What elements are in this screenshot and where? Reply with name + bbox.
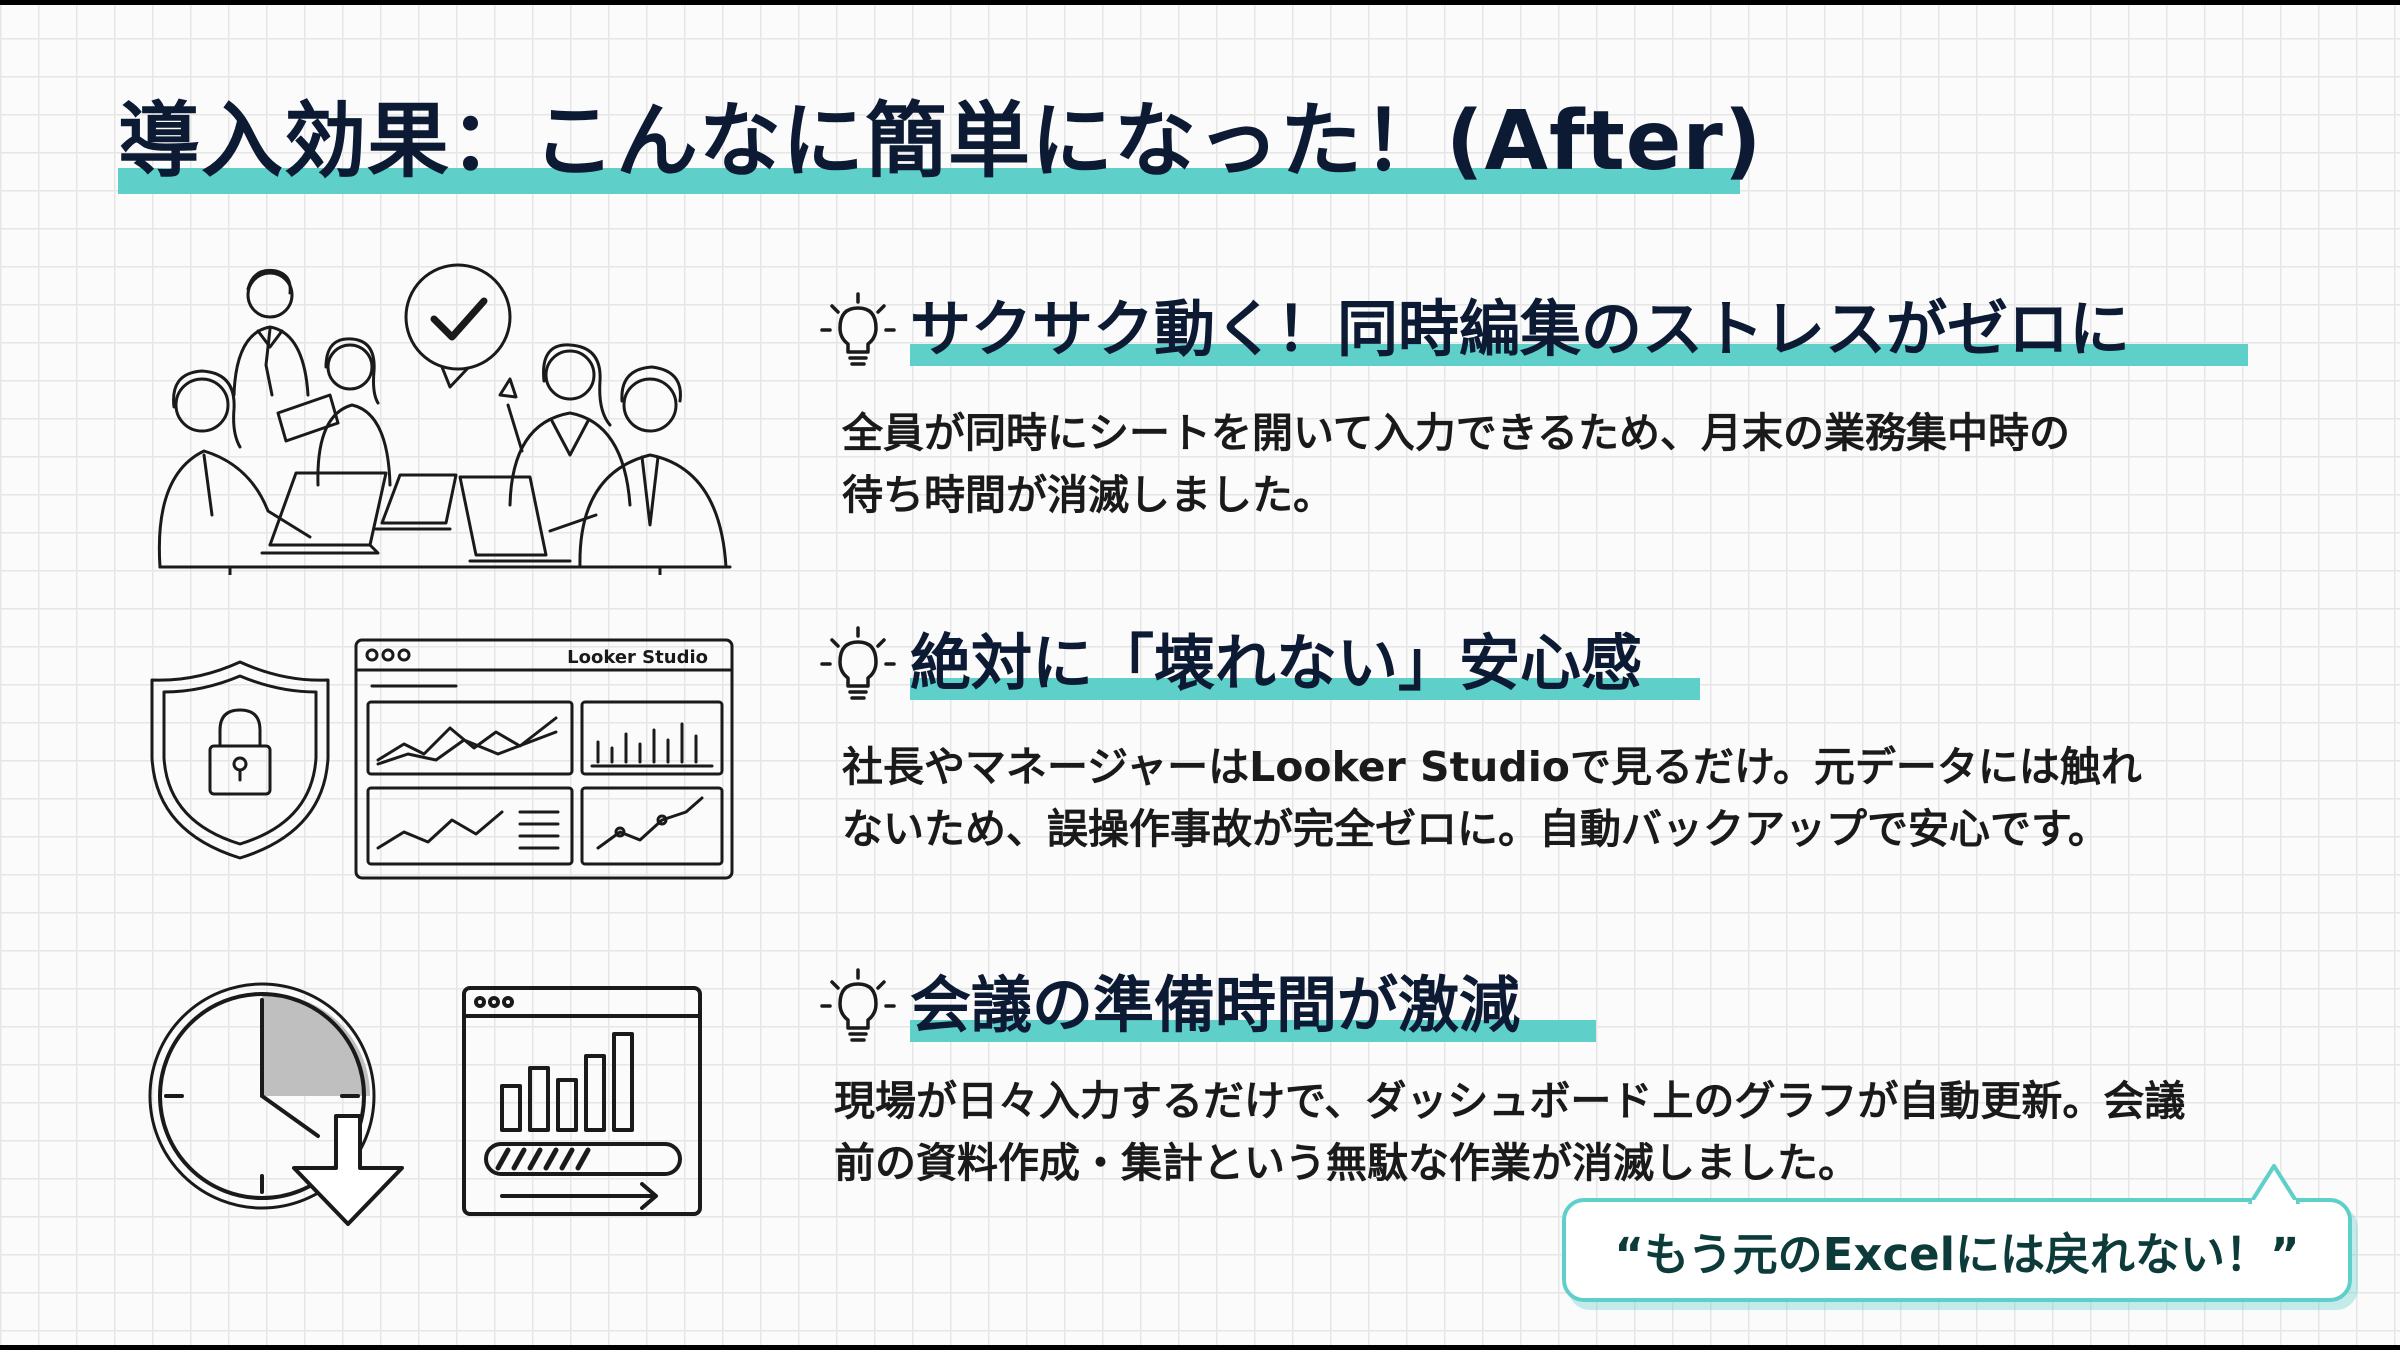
body-line: 待ち時間が消滅しました。	[842, 471, 1334, 519]
heading-highlight	[910, 1020, 1596, 1042]
section-heading: サクサク動く！同時編集のストレスがゼロに	[910, 294, 2131, 365]
quote-text: “もう元のExcelには戻れない！”	[1614, 1227, 2300, 1281]
heading-highlight	[910, 344, 2248, 366]
shield-lock-dashboard-illustration: Looker Studio	[150, 638, 734, 880]
title-block: 導入効果：こんなに簡単になった！(After)	[118, 86, 1762, 198]
clock-download-icon	[148, 982, 404, 1226]
body-line: 社長やマネージャーはLooker Studioで見るだけ。元データには触れ	[842, 743, 2142, 791]
bubble-tail	[2248, 1164, 2300, 1204]
lightbulb-icon	[820, 968, 896, 1042]
clock-chart-illustration	[148, 982, 702, 1226]
section-heading: 会議の準備時間が激減	[910, 970, 1521, 1041]
check-bubble-icon	[404, 263, 512, 389]
section-body: 現場が日々入力するだけで、ダッシュボード上のグラフが自動更新。会議 前の資料作成…	[834, 1070, 2394, 1194]
top-border	[0, 0, 2400, 5]
body-line: ないため、誤操作事故が完全ゼロに。自動バックアップで安心です。	[842, 805, 2109, 853]
section-body: 社長やマネージャーはLooker Studioで見るだけ。元データには触れ ない…	[842, 736, 2342, 860]
team-collaboration-illustration	[157, 263, 732, 575]
lightbulb-icon	[820, 292, 896, 366]
body-line: 現場が日々入力するだけで、ダッシュボード上のグラフが自動更新。会議	[834, 1077, 2186, 1125]
section-heading: 絶対に「壊れない」安心感	[910, 628, 1643, 699]
heading-highlight	[910, 678, 1700, 700]
section-body: 全員が同時にシートを開いて入力できるため、月末の業務集中時の 待ち時間が消滅しま…	[842, 402, 2342, 526]
dashboard-label: Looker Studio	[567, 647, 708, 668]
quote-bubble: “もう元のExcelには戻れない！”	[1562, 1164, 2352, 1302]
bottom-border	[0, 1345, 2400, 1350]
shield-lock-icon	[150, 660, 330, 860]
heading-3-block: 会議の準備時間が激減	[910, 966, 1596, 1046]
body-line: 前の資料作成・集計という無駄な作業が消滅しました。	[834, 1139, 1859, 1187]
page-title: 導入効果：こんなに簡単になった！(After)	[118, 94, 1763, 189]
body-line: 全員が同時にシートを開いて入力できるため、月末の業務集中時の	[842, 409, 2070, 457]
heading-2-block: 絶対に「壊れない」安心感	[910, 624, 1700, 704]
lightbulb-icon	[820, 626, 896, 700]
title-highlight	[118, 168, 1740, 194]
heading-1-block: サクサク動く！同時編集のストレスがゼロに	[910, 290, 2248, 370]
